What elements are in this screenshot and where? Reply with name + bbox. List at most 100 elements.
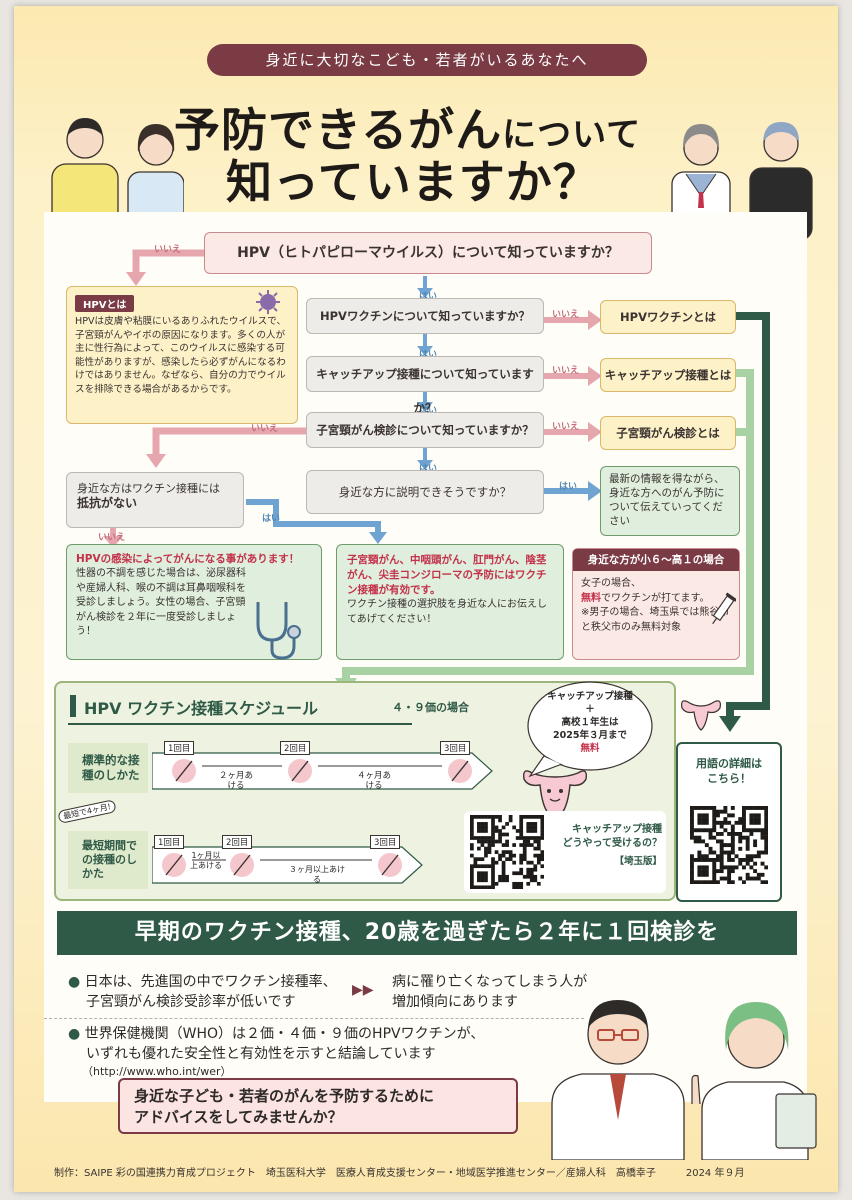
label-no-hpv: いいえ <box>154 245 182 255</box>
bubble-line1: キャッチアップ接種 <box>547 691 633 702</box>
label-no-screening: いいえ <box>552 422 580 432</box>
question-hpv: HPV（ヒトパピローマウイルス）について知っていますか？ <box>204 232 652 274</box>
question-vaccine: HPVワクチンについて知っていますか？ <box>306 298 544 334</box>
bullet-1-line1: 日本は、先進国の中でワクチン接種率、 <box>84 974 337 990</box>
label-no-resist: いいえ <box>98 533 126 543</box>
age-info-box: 身近な方が小６〜高１の場合 女子の場合、 無料でワクチンが打てます。 ※男子の場… <box>572 548 740 660</box>
credits: 制作：SAIPE 彩の国連携力育成プロジェクト 埼玉医科大学 医療人育成支援セン… <box>54 1168 745 1179</box>
label-yes-2: はい <box>419 350 438 360</box>
page-title-line2: 知っていますか？ <box>226 155 600 209</box>
age-free: 無料 <box>581 592 601 604</box>
schedule-subtitle: ４・９価の場合 <box>392 701 469 714</box>
label-yes-3: はい <box>419 403 437 416</box>
bullet-1-line2: 子宮頸がん検診受診率が低いです <box>86 994 296 1010</box>
age-text3: ※男子の場合、埼玉県では熊谷市と秩父市のみ無料対象 <box>581 607 730 633</box>
no-result-text: 性器の不調を感じた場合は、泌尿器科や産婦人科、喉の不調は耳鼻咽喉科を受診しましょ… <box>76 568 246 637</box>
label-no-vaccine: いいえ <box>552 310 580 320</box>
question-resistance: 身近な方はワクチン接種には 抵抗がない <box>66 472 244 528</box>
virus-icon <box>256 290 280 314</box>
title-suffix: について <box>502 115 642 155</box>
bullet-1: ● 日本は、先進国の中でワクチン接種率、 子宮頸がん検診受診率が低いです <box>68 974 337 1010</box>
question-screening: 子宮頸がん検診について知っていますか？ <box>306 412 544 448</box>
qr-caption3: 【埼玉版】 <box>614 856 662 867</box>
stethoscope-icon <box>256 602 301 660</box>
uterus-mascot-icon <box>522 770 588 818</box>
bubble-free: 無料 <box>580 743 600 754</box>
std-dose1: 1回目 <box>164 741 195 755</box>
resistance-line1: 身近な方はワクチン接種には <box>77 482 220 495</box>
shortest-timeline <box>152 846 423 884</box>
short-dose3: 3回目 <box>370 835 401 849</box>
result-catchup: キャッチアップ接種とは <box>600 358 736 392</box>
result-latest-info: 最新の情報を得ながら、身近な方へのがん予防について伝えていってください <box>600 466 740 536</box>
glossary-line2: こちら！ <box>707 772 751 785</box>
short-gap2: ３ヶ月以上あける <box>289 865 345 884</box>
label-yes-explain: はい <box>559 482 578 492</box>
question-explain: 身近な方に説明できそうですか？ <box>306 470 544 514</box>
label-no-screening-left: いいえ <box>251 424 279 434</box>
catchup-bubble-shape <box>527 681 653 778</box>
advice-line2: アドバイスをしてみませんか？ <box>134 1108 343 1126</box>
shortest-tag: 最短で4ヶ月! <box>57 799 118 824</box>
mascot-small-icon <box>681 700 721 731</box>
standard-timeline <box>152 752 493 790</box>
std-dose3: 3回目 <box>440 741 471 755</box>
glossary-qr-code[interactable] <box>690 806 768 884</box>
advice-line1: 身近な子ども・若者のがんを予防するために <box>134 1087 435 1105</box>
page-title-line1: 予防できるがんについて <box>174 94 641 160</box>
std-gap2: ４ヶ月あける <box>356 771 391 791</box>
key-message-banner: 早期のワクチン接種、20歳を過ぎたら２年に１回検診を <box>57 911 797 955</box>
bullet-1-result: 病に罹り亡くなってしまう人が 増加傾向にあります <box>392 972 587 1012</box>
qr-caption2: どうやって受けるの？ <box>562 838 663 849</box>
label-yes-resist: はい <box>262 514 281 524</box>
bubble-line3: 2025年３月まで <box>553 730 627 741</box>
bubble-line2: 高校１年生は <box>561 717 619 728</box>
qr-caption1: キャッチアップ接種 <box>572 824 662 835</box>
bubble-plus: ＋ <box>585 704 595 715</box>
label-yes-1: はい <box>419 292 438 302</box>
advice-box: 身近な子ども・若者のがんを予防するために アドバイスをしてみませんか？ <box>118 1078 518 1134</box>
short-gap1: 1ヶ月以上あける <box>190 851 222 870</box>
label-yes-4: はい <box>419 464 438 474</box>
bullet-2-line1: 世界保健機関（WHO）は２価・４価・９価のHPVワクチンが、 <box>84 1026 485 1042</box>
resistance-line2: 抵抗がない <box>77 496 138 510</box>
vaccine-schedule-panel: HPV ワクチン接種スケジュール ４・９価の場合 標準的な接種のしかた 1回目 … <box>54 681 676 901</box>
short-dose2: 2回目 <box>222 835 253 849</box>
catchup-bubble: キャッチアップ接種 ＋ 高校１年生は 2025年３月まで 無料 <box>534 690 646 755</box>
bullet-2: ● 世界保健機関（WHO）は２価・４価・９価のHPVワクチンが、 いずれも優れた… <box>68 1026 485 1078</box>
schedule-title: HPV ワクチン接種スケジュール <box>84 699 318 718</box>
result-vaccine: HPVワクチンとは <box>600 300 736 334</box>
bullet-2-line2: いずれも優れた安全性と有効性を示すと結論しています <box>86 1046 436 1062</box>
hpv-info-text: HPVは皮膚や粘膜にいるありふれたウイルスで、子宮頸がんやイボの原因になります。… <box>75 316 287 395</box>
age-text2: でワクチンが打てます。 <box>601 592 710 604</box>
glossary-line1: 用語の詳細は <box>696 757 762 770</box>
result-no-vaccine: HPVの感染によってがんになる事があります！ 性器の不調を感じた場合は、泌尿器科… <box>66 544 322 660</box>
yes-result-text: ワクチン接種の選択肢を身近な人にお伝えしてあげてください！ <box>347 599 547 625</box>
poster: 身近に大切なこども・若者がいるあなたへ 予防できるがんについて 知っていますか？… <box>14 6 838 1192</box>
bullet-2-url: （http://www.who.int/wer） <box>82 1065 232 1078</box>
title-main: 予防できるがん <box>174 103 503 157</box>
doctors-illustration <box>551 1000 817 1160</box>
age-info-title: 身近な方が小６〜高１の場合 <box>573 549 739 571</box>
std-gap1: ２ヶ月あける <box>218 771 253 791</box>
catchup-qr-code[interactable] <box>470 815 544 889</box>
question-catchup: キャッチアップ接種について知っていますか？ <box>306 356 544 415</box>
syringe-icon <box>712 592 736 625</box>
hpv-info-box: HPVとは HPVは皮膚や粘膜にいるありふれたウイルスで、子宮頸がんやイボの原因… <box>66 286 298 424</box>
result-yes-vaccine: 子宮頸がん、中咽頭がん、肛門がん、陰茎がん、尖圭コンジローマの予防にはワクチン接… <box>336 544 564 660</box>
latest-info-text: 最新の情報を得ながら、身近な方へのがん予防について伝えていってください <box>609 473 725 527</box>
shortest-label: 最短期間での接種のしかた <box>68 831 148 889</box>
yes-result-red: 子宮頸がん、中咽頭がん、肛門がん、陰茎がん、尖圭コンジローマの予防にはワクチン接… <box>347 554 547 596</box>
hpv-info-title: HPVとは <box>75 295 135 312</box>
short-dose1: 1回目 <box>154 835 185 849</box>
label-no-catchup: いいえ <box>552 366 580 376</box>
standard-label: 標準的な接種のしかた <box>68 743 148 793</box>
arrow-icon: ▶▶ <box>352 982 374 998</box>
std-dose2: 2回目 <box>280 741 311 755</box>
result-screening: 子宮頸がん検診とは <box>600 416 736 450</box>
bullet-1-result2: 増加傾向にあります <box>392 994 518 1010</box>
age-text1: 女子の場合、 <box>581 578 641 589</box>
header-pill: 身近に大切なこども・若者がいるあなたへ <box>207 44 647 76</box>
bullet-1-result1: 病に罹り亡くなってしまう人が <box>392 974 588 990</box>
no-result-title: HPVの感染によってがんになる事があります！ <box>76 553 300 565</box>
